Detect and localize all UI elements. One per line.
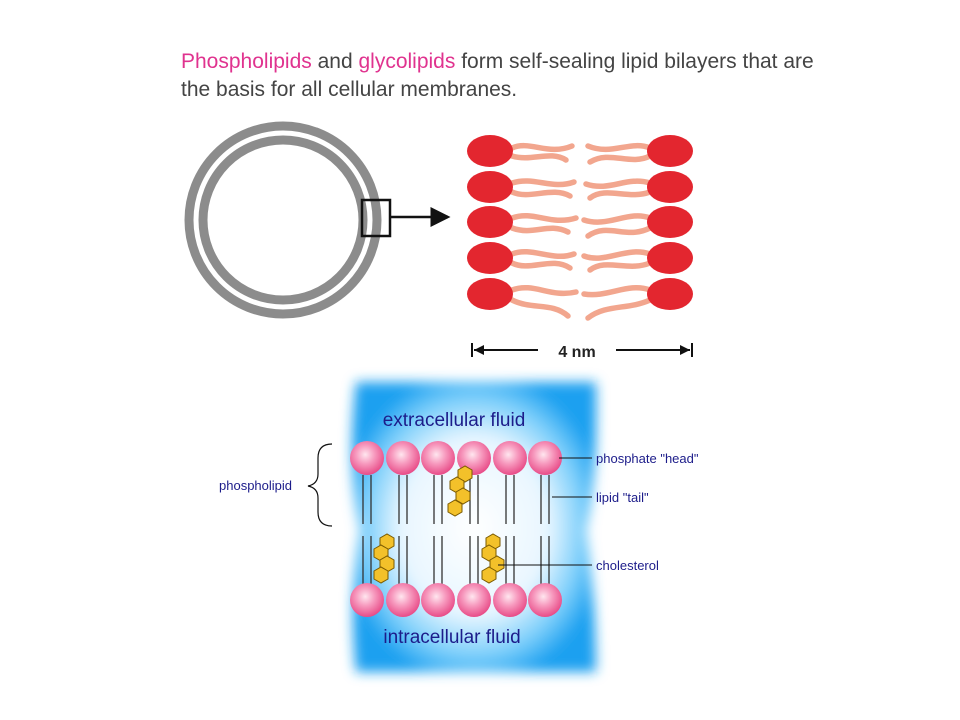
head-right-5 [647,278,693,310]
caption-rest: form self-sealing lipid bilayers that ar… [181,50,814,101]
extracellular-label: extracellular fluid [383,410,526,431]
scale-label: 4 nm [558,344,595,361]
polar-heads [467,135,693,310]
head-left-5 [467,278,513,310]
vesicle-outer-ring [184,121,382,319]
head-left-3 [467,206,513,238]
head-left-2 [467,171,513,203]
head-top-6 [528,441,562,475]
head-right-2 [647,171,693,203]
head-right-1 [647,135,693,167]
membrane-heads [350,441,562,617]
head-top-1 [350,441,384,475]
lipid-tails [509,142,653,321]
intracellular-label: intracellular fluid [383,627,520,648]
head-bottom-5 [493,583,527,617]
head-left-4 [467,242,513,274]
cholesterol-molecules [373,465,505,584]
cholesterol-upper [447,465,473,517]
vesicle-inner-ring [198,135,368,305]
head-top-3 [421,441,455,475]
cholesterol-lower-left [373,533,395,584]
caption-joiner: and [311,50,359,73]
head-bottom-4 [457,583,491,617]
cholesterol-lower-right [481,533,505,584]
phospholipid-brace [307,443,333,527]
caption-title: Phospholipids and glycolipids form self-… [181,48,821,104]
leader-lines [498,457,592,566]
caption-term-glycolipids: glycolipids [358,50,456,73]
head-bottom-6 [528,583,562,617]
vesicle-diagram [184,121,451,319]
phospholipid-label: phospholipid [219,478,292,493]
head-right-3 [647,206,693,238]
cholesterol-label: cholesterol [596,558,659,573]
membrane-diagram: extracellular fluid intracellular fluid [219,382,699,672]
head-bottom-3 [421,583,455,617]
bilayer-detail: 4 nm [467,135,693,361]
tail-label: lipid "tail" [596,490,649,505]
head-label: phosphate "head" [596,451,699,466]
head-bottom-1 [350,583,384,617]
head-top-2 [386,441,420,475]
head-left-1 [467,135,513,167]
head-top-5 [493,441,527,475]
scale-bar: 4 nm [471,343,693,361]
head-bottom-2 [386,583,420,617]
caption-term-phospholipids: Phospholipids [181,50,312,73]
head-right-4 [647,242,693,274]
